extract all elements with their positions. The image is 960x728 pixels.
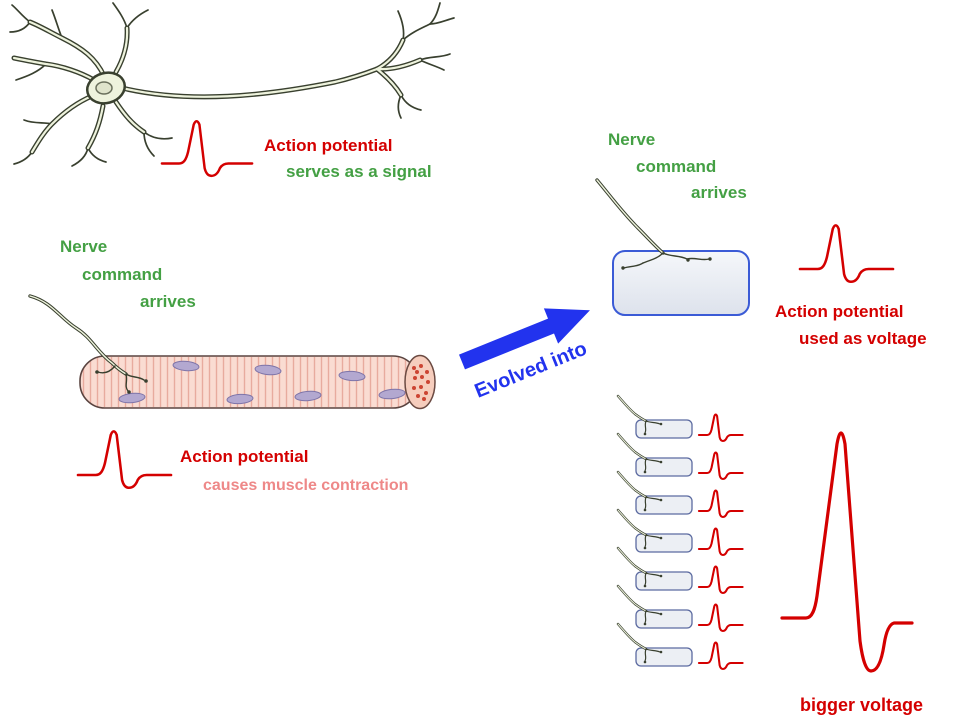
nerve-command-left-line3: arrives: [140, 292, 196, 311]
nerve-command-left-line2: command: [82, 265, 162, 284]
nerve-command-right-line3: arrives: [691, 183, 747, 202]
neuron-ap-subtitle-label: serves as a signal: [286, 162, 432, 181]
muscle-fiber-end-cap: [404, 354, 436, 410]
neuron-ap-trace: [160, 119, 254, 178]
electrocyte-ap-trace: [798, 224, 895, 284]
myofibril-dots: [412, 364, 430, 401]
neuron-nucleus: [95, 81, 113, 95]
muscle-ap-subtitle-label: causes muscle contraction: [203, 477, 408, 494]
nerve-command-right-line2: command: [636, 157, 716, 176]
muscle-fiber-illustration: [28, 294, 436, 410]
evolution-arrow: [459, 308, 590, 370]
evolution-arrow-shape: [459, 308, 590, 370]
electrocyte-nerve: [595, 178, 712, 270]
muscle-nuclei: [118, 360, 406, 405]
electrocyte-illustration: [595, 178, 750, 316]
electrocyte-ap-subtitle-label: used as voltage: [799, 329, 927, 348]
nerve-command-left-line1: Nerve: [60, 237, 107, 256]
electrocyte-stack-cell: [618, 396, 743, 441]
neuron-ap-title-label: Action potential: [264, 136, 392, 155]
electrocyte-stack: [618, 396, 743, 669]
stack-caption-label: bigger voltage: [800, 695, 923, 715]
neuron-illustration: [9, 2, 455, 167]
electrocyte-ap-title-label: Action potential: [775, 302, 903, 321]
muscle-ap-trace: [76, 430, 173, 490]
electrocyte-body: [612, 250, 750, 316]
nerve-command-right-line1: Nerve: [608, 130, 655, 149]
muscle-ap-title-label: Action potential: [180, 447, 308, 466]
summed-ap-trace: [780, 431, 914, 673]
motor-nerve: [28, 294, 148, 394]
